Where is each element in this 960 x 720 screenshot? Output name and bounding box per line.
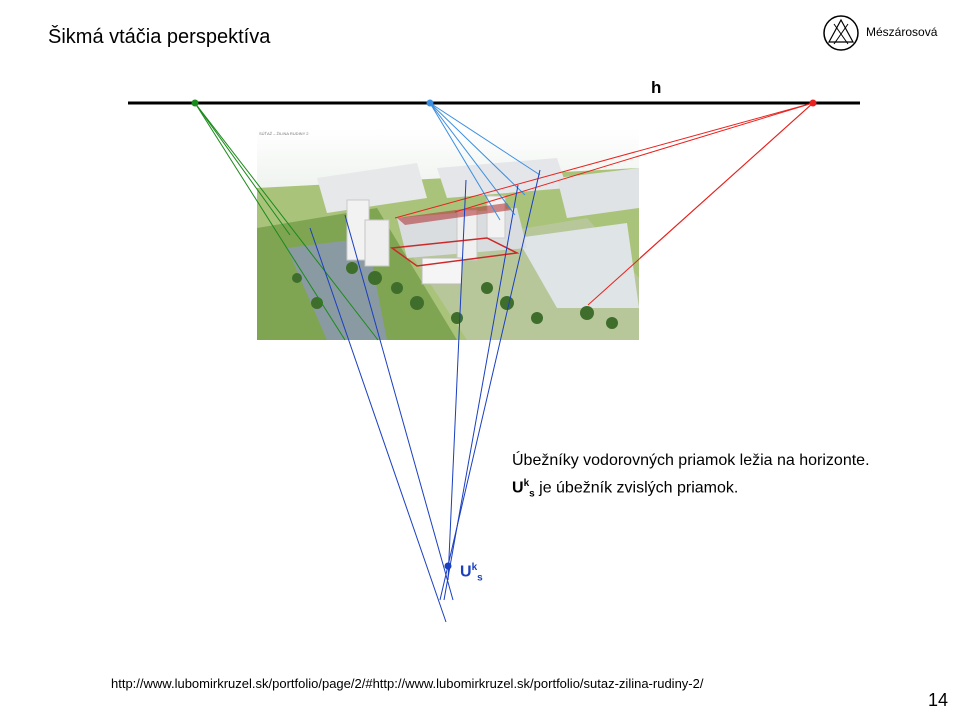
note-symbol-sub: s — [529, 488, 535, 500]
right-ray — [639, 102, 814, 259]
label-sub: s — [477, 572, 483, 584]
page-number: 14 — [928, 690, 949, 710]
left-ray — [194, 102, 379, 341]
middle-ray — [429, 102, 541, 176]
label-main: U — [460, 563, 472, 581]
vertical-ray — [344, 214, 454, 601]
note-symbol-sup: k — [523, 478, 530, 489]
right-ray — [394, 102, 814, 219]
author-name: Mészárosová — [866, 25, 938, 39]
horizon-label: h — [651, 78, 662, 97]
vertical-vanishing-label: Uks — [460, 562, 483, 584]
photo-caption: SÚŤAŽ – ŽILINA RUDINY 2 — [259, 131, 309, 136]
slide-title: Šikmá vtáčia perspektíva — [48, 26, 271, 48]
note-line-1: Úbežníky vodorovných priamok ležia na ho… — [512, 452, 870, 469]
left-ray — [194, 102, 346, 341]
explanation-note: Úbežníky vodorovných priamok ležia na ho… — [512, 449, 870, 506]
vertical-ray — [443, 184, 519, 601]
note-line-2: Uks je úbežník zvislých priamok. — [512, 472, 870, 506]
middle-ray — [429, 102, 501, 221]
author-logo-icon — [823, 15, 859, 51]
middle-ray — [429, 102, 526, 196]
left-vanishing-point — [191, 99, 199, 107]
left-ray — [194, 102, 291, 236]
right-ray — [454, 102, 814, 213]
note-line-2-text: je úbežník zvislých priamok. — [534, 479, 739, 497]
middle-vanishing-point — [426, 99, 434, 107]
label-sup: k — [471, 562, 478, 573]
right-vanishing-point — [809, 99, 817, 107]
vertical-ray — [309, 227, 447, 623]
source-url: http://www.lubomirkruzel.sk/portfolio/pa… — [111, 676, 704, 691]
vertical-ray — [439, 169, 541, 601]
vertical-vanishing-point — [444, 562, 452, 570]
vertical-ray — [447, 179, 467, 581]
city-aerial-photo: SÚŤAŽ – ŽILINA RUDINY 2 — [257, 128, 639, 340]
middle-ray — [429, 102, 516, 216]
note-symbol: U — [512, 479, 524, 497]
